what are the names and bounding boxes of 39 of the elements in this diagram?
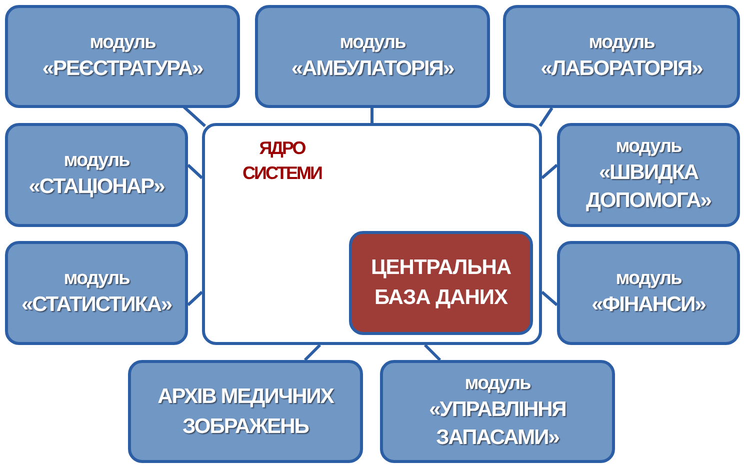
module-heading: модуль (464, 372, 530, 396)
connector-line (370, 108, 374, 123)
connector-line (186, 290, 204, 306)
module-name: «СТАЦІОНАР» (28, 174, 164, 200)
connector-line (538, 107, 554, 127)
connector-line (424, 344, 442, 362)
module-heading: модуль (64, 267, 130, 291)
module-heading: модуль (588, 30, 654, 54)
module-name: АРХІВ МЕДИЧНИХ ЗОБРАЖЕНЬ (156, 384, 335, 440)
module-heading: модуль (616, 267, 682, 291)
module-name: «ШВИДКА ДОПОМОГА» (585, 160, 712, 214)
module-heading: модуль (90, 30, 156, 54)
module-box (557, 241, 740, 345)
module-box (5, 241, 188, 345)
connector-line (304, 344, 322, 362)
module-name: «УПРАВЛІННЯ ЗАПАСАМИ» (428, 396, 567, 450)
module-heading: модуль (616, 135, 682, 159)
module-box (503, 5, 740, 108)
core-panel (202, 123, 542, 345)
module-name: «ФІНАНСИ» (592, 292, 706, 318)
connector-line (541, 290, 558, 306)
module-box (557, 123, 740, 227)
module-heading: модуль (340, 30, 406, 54)
module-box (255, 5, 490, 108)
database-label: ЦЕНТРАЛЬНА БАЗА ДАНИХ (370, 255, 512, 311)
module-box (128, 360, 363, 463)
module-name: «ЛАБОРАТОРІЯ» (540, 56, 702, 82)
module-box (5, 123, 188, 227)
module-heading: модуль (64, 149, 130, 173)
connector-line (186, 164, 204, 180)
module-box (380, 360, 615, 463)
connector-line (541, 164, 558, 180)
module-name: «АМБУЛАТОРІЯ» (291, 56, 454, 82)
module-name: «РЕЄСТРАТУРА» (42, 56, 203, 82)
database-box (349, 231, 533, 335)
module-name: «СТАТИСТИКА» (21, 292, 172, 318)
connector-line (183, 106, 206, 128)
module-box (5, 5, 240, 108)
core-title: ЯДРО СИСТЕМИ (242, 137, 323, 185)
